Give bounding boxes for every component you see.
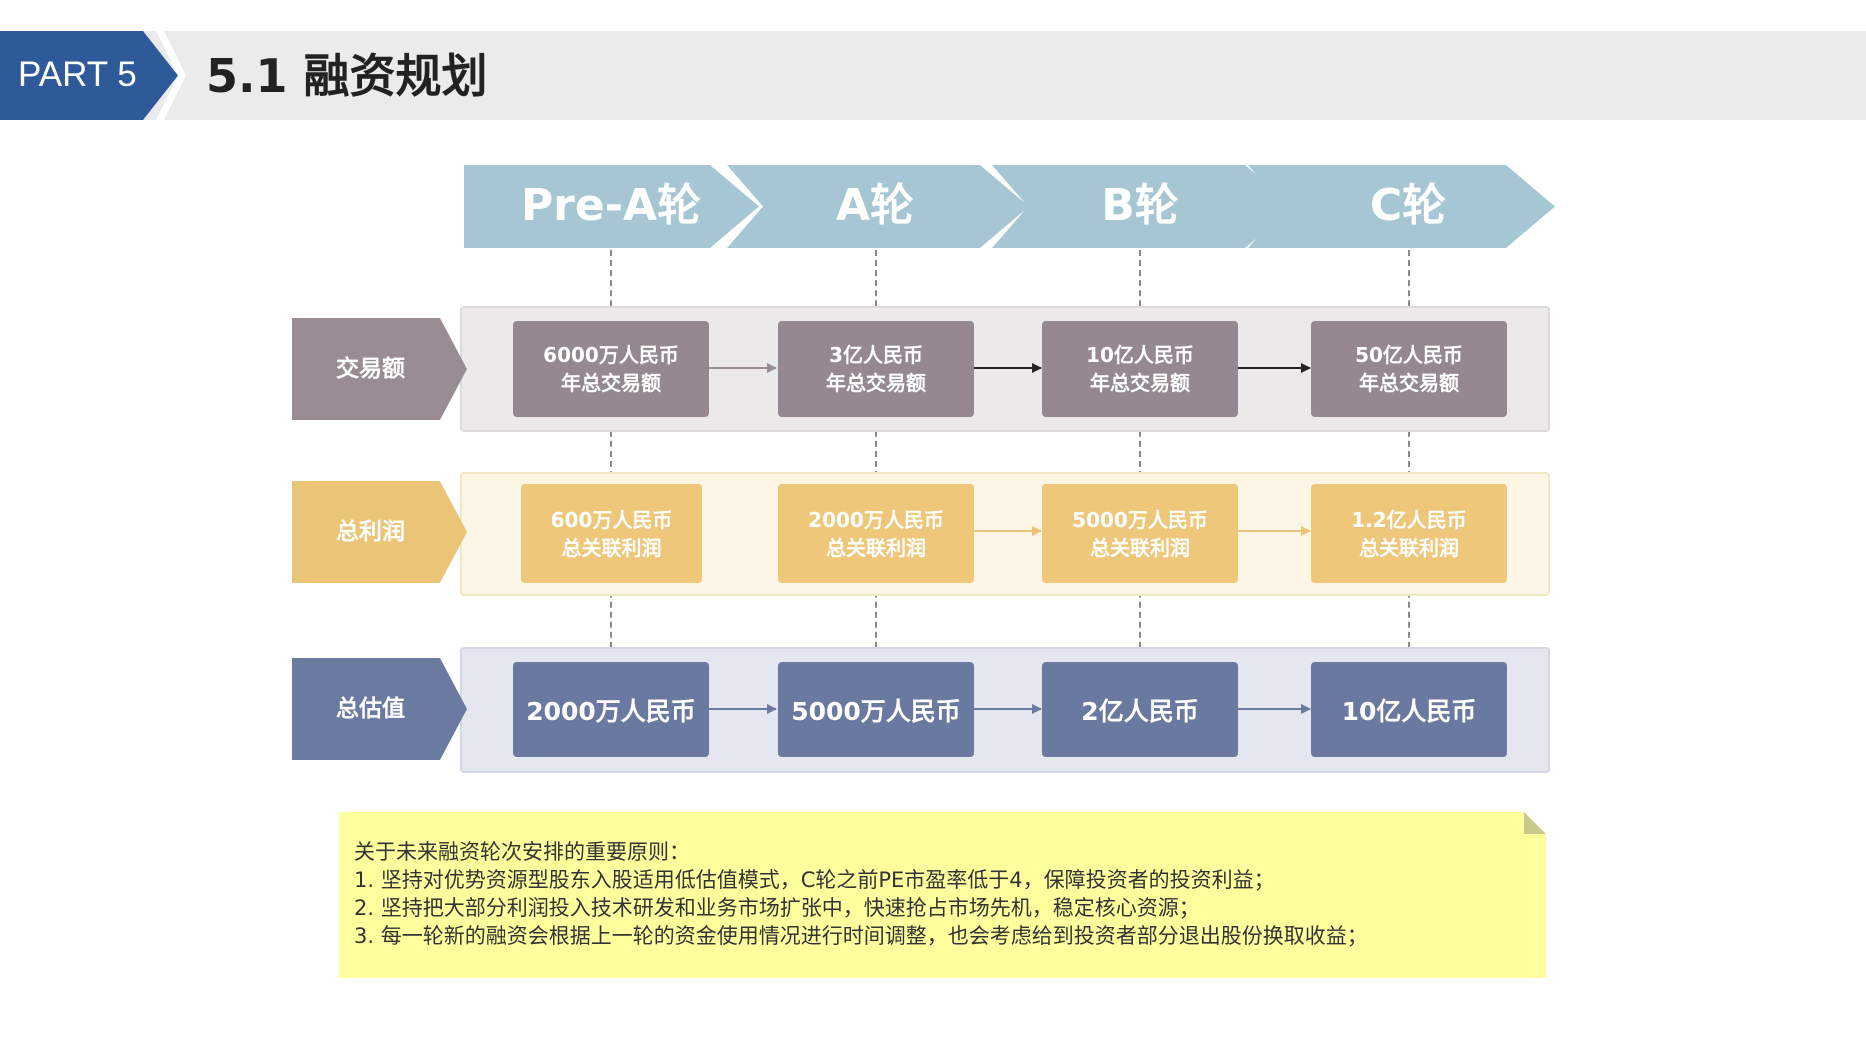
box-caption: 总关联利润: [1359, 535, 1459, 560]
round-chevron: [1248, 165, 1555, 248]
box-caption: 年总交易额: [1359, 371, 1459, 395]
round-label: Pre-A轮: [520, 180, 702, 231]
profit-box-b: 5000万人民币 总关联利润: [1042, 484, 1238, 583]
box-caption: 总关联利润: [826, 535, 926, 560]
round-guide-line: [875, 250, 877, 668]
box-caption: 总关联利润: [561, 535, 662, 560]
box-value: 50亿人民币: [1355, 343, 1463, 367]
box-value: 600万人民币: [550, 507, 673, 532]
profit-box-a: 2000万人民币 总关联利润: [778, 484, 974, 583]
box-value: 6000万人民币: [543, 343, 679, 367]
round-label: C轮: [1369, 180, 1447, 231]
row-label-shape: [292, 658, 467, 760]
box-value: 2亿人民币: [1081, 696, 1199, 726]
notes-item: 1. 坚持对优势资源型股东入股适用低估值模式，C轮之前PE市盈率低于4，保障投资…: [354, 868, 1275, 892]
part-badge: [0, 31, 178, 120]
round-guide-line: [1408, 250, 1410, 668]
transaction-box-c: 50亿人民币 年总交易额: [1311, 321, 1507, 417]
box-caption: 年总交易额: [1090, 371, 1190, 395]
box-value: 2000万人民币: [808, 507, 944, 532]
row-label-profit: 总利润: [336, 519, 405, 545]
box-caption: 总关联利润: [1090, 535, 1190, 560]
box-value: 2000万人民币: [526, 696, 696, 726]
box-value: 3亿人民币: [829, 343, 923, 367]
box-value: 5000万人民币: [791, 696, 961, 726]
notes-item: 3. 每一轮新的融资会根据上一轮的资金使用情况进行时间调整，也会考虑给到投资者部…: [354, 924, 1368, 948]
page-title: 5.1 融资规划: [206, 49, 488, 103]
valuation-box-b: 2亿人民币: [1042, 662, 1238, 757]
box-value: 1.2亿人民币: [1351, 507, 1467, 532]
row-label-transaction: 交易额: [336, 356, 405, 382]
transaction-box-a: 3亿人民币 年总交易额: [778, 321, 974, 417]
box-value: 10亿人民币: [1086, 343, 1194, 367]
valuation-box-pre-a: 2000万人民币: [513, 662, 709, 757]
profit-box-pre-a: 600万人民币 总关联利润: [521, 484, 702, 583]
notes-sticky: [339, 812, 1546, 978]
box-value: 10亿人民币: [1341, 696, 1477, 726]
box-value: 5000万人民币: [1072, 507, 1208, 532]
part-label: PART 5: [18, 55, 137, 94]
profit-box-c: 1.2亿人民币 总关联利润: [1311, 484, 1507, 583]
transaction-box-b: 10亿人民币 年总交易额: [1042, 321, 1238, 417]
valuation-box-c: 10亿人民币: [1311, 662, 1507, 757]
round-chevron: [992, 165, 1294, 248]
transaction-box-pre-a: 6000万人民币 年总交易额: [513, 321, 709, 417]
round-guide-line: [1139, 250, 1141, 668]
box-caption: 年总交易额: [561, 371, 661, 395]
row-label-shape: [292, 481, 467, 583]
round-chevron: [727, 165, 1029, 248]
notes-item: 2. 坚持把大部分利润投入技术研发和业务市场扩张中，快速抢占市场先机，稳定核心资…: [354, 896, 1200, 920]
round-chevron: [464, 165, 759, 248]
header-band: [0, 31, 1866, 120]
round-label: A轮: [835, 180, 915, 231]
notes-heading: 关于未来融资轮次安排的重要原则：: [354, 840, 690, 864]
round-guide-line: [610, 250, 612, 668]
box-caption: 年总交易额: [826, 371, 926, 395]
row-label-valuation: 总估值: [336, 696, 405, 722]
round-label: B轮: [1101, 180, 1179, 231]
valuation-box-a: 5000万人民币: [778, 662, 974, 757]
row-label-shape: [292, 318, 467, 420]
